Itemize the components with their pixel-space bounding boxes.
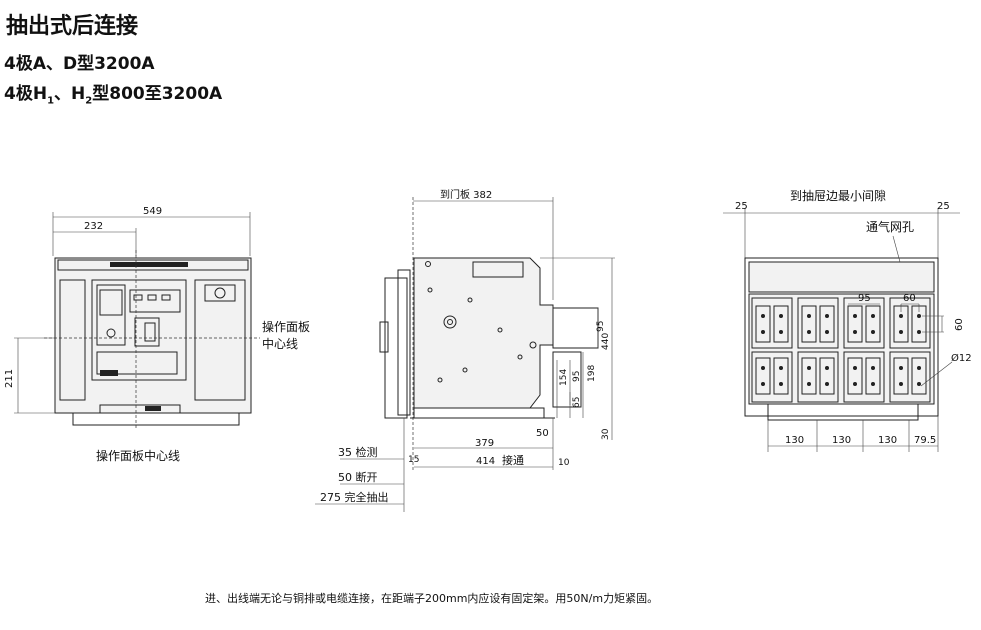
pos-35-test: 35 检测 — [338, 445, 378, 459]
dim-hole-12: Ø12 — [951, 352, 972, 364]
dim-95b: 95 — [572, 371, 582, 382]
front-operating-panel — [91, 279, 187, 381]
subtitle-part-b: 、H — [54, 84, 86, 104]
dim-198: 198 — [587, 365, 597, 382]
front-frame — [54, 257, 252, 414]
dim-130-3: 130 — [878, 435, 897, 446]
dim-95: 95 — [596, 321, 606, 332]
dim-79-5: 79.5 — [914, 435, 936, 446]
dim-95-rear: 95 — [858, 293, 871, 304]
subtitle-part-c: 型800至3200A — [92, 84, 223, 104]
vent-mesh — [748, 261, 935, 293]
dim-440: 440 — [601, 333, 611, 350]
dim-25-left: 25 — [735, 201, 748, 212]
subscript-2: 2 — [85, 95, 93, 107]
dim-15: 15 — [408, 455, 419, 465]
side-fascia — [384, 277, 408, 419]
pos-50-disconnect: 50 断开 — [338, 470, 378, 484]
dim-549: 549 — [143, 206, 162, 217]
dim-232: 232 — [84, 221, 103, 232]
label-panel-center-1: 操作面板 — [262, 319, 310, 334]
footnote: 进、出线端无论与铜排或电缆连接，在距端子200mm内应设有固定架。用50N/m力… — [205, 592, 659, 605]
dim-25-right: 25 — [937, 201, 950, 212]
label-panel-center-bottom: 操作面板中心线 — [96, 448, 180, 463]
side-plate — [413, 257, 554, 409]
front-view: 549 232 211 — [4, 206, 310, 463]
rear-frame — [744, 257, 939, 417]
label-connect: 接通 — [502, 454, 524, 467]
subtitle-line-2: 4极H1、H2型800至3200A — [4, 79, 222, 106]
subtitle-part-a: 4极H — [4, 84, 48, 104]
dim-65: 65 — [572, 397, 582, 408]
front-base — [72, 412, 240, 426]
dim-211: 211 — [4, 369, 15, 388]
label-panel-center-2: 中心线 — [262, 336, 298, 351]
dim-154: 154 — [559, 369, 569, 386]
label-vent-mesh: 通气网孔 — [866, 219, 914, 234]
dim-379: 379 — [475, 438, 494, 449]
dim-10: 10 — [558, 458, 570, 468]
dim-130-1: 130 — [785, 435, 804, 446]
rear-view: 到抽屉边最小间隙 25 25 通气网孔 — [723, 189, 972, 452]
subscript-1: 1 — [47, 95, 55, 107]
subtitle-line-1: 4极A、D型3200A — [4, 54, 155, 74]
dim-door-382: 到门板 382 — [440, 188, 492, 201]
terminal-blocks — [751, 297, 931, 403]
dim-130-2: 130 — [832, 435, 851, 446]
dim-30: 30 — [601, 428, 611, 440]
dim-60-side: 60 — [954, 318, 965, 331]
dim-414: 414 — [476, 456, 495, 467]
side-view: 到门板 382 95 440 30 154 95 — [315, 188, 615, 512]
pos-275-withdrawn: 275 完全抽出 — [320, 490, 389, 504]
dim-60-top: 60 — [903, 293, 916, 304]
dim-50: 50 — [536, 428, 549, 439]
page-title: 抽出式后连接 — [6, 14, 139, 39]
label-min-clearance: 到抽屉边最小间隙 — [790, 189, 886, 203]
